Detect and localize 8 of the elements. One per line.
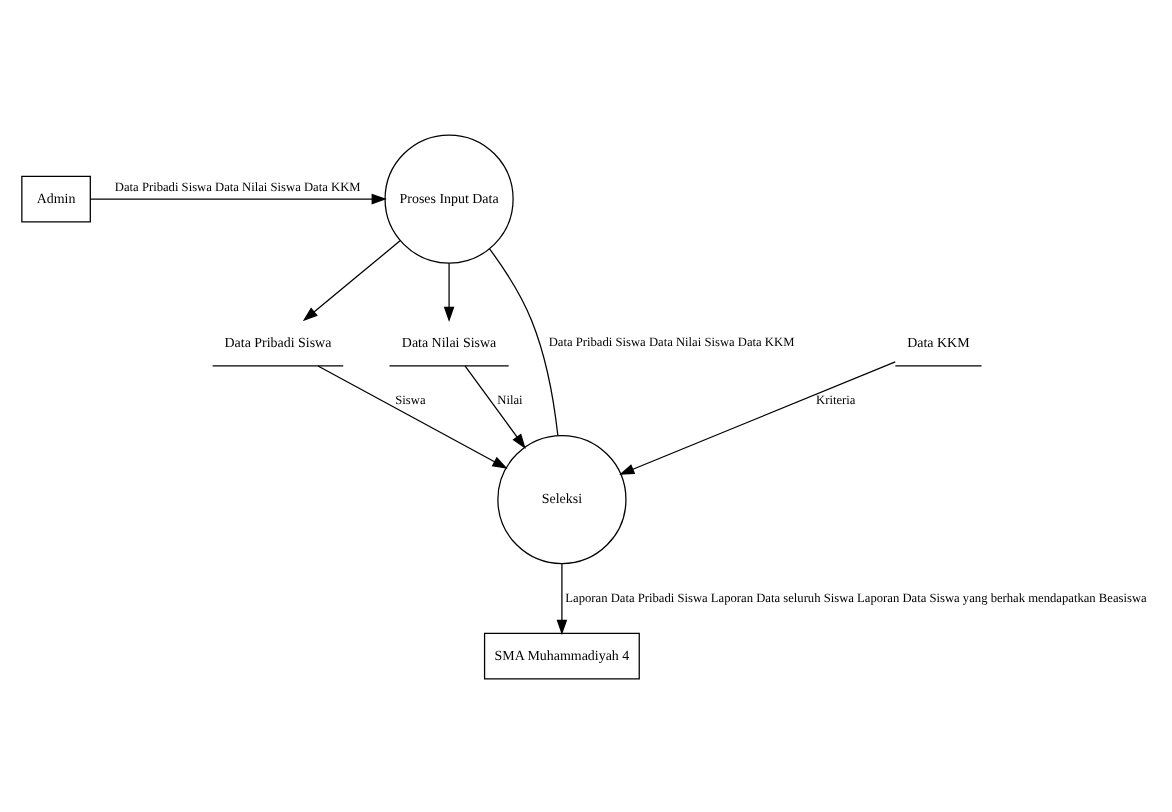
arrow xyxy=(443,261,455,321)
arrow xyxy=(90,192,387,204)
arrow xyxy=(619,360,896,474)
arrow xyxy=(317,364,508,468)
connector xyxy=(488,247,559,436)
arrow xyxy=(302,239,401,321)
arrow xyxy=(556,562,568,634)
arrow xyxy=(464,364,526,448)
